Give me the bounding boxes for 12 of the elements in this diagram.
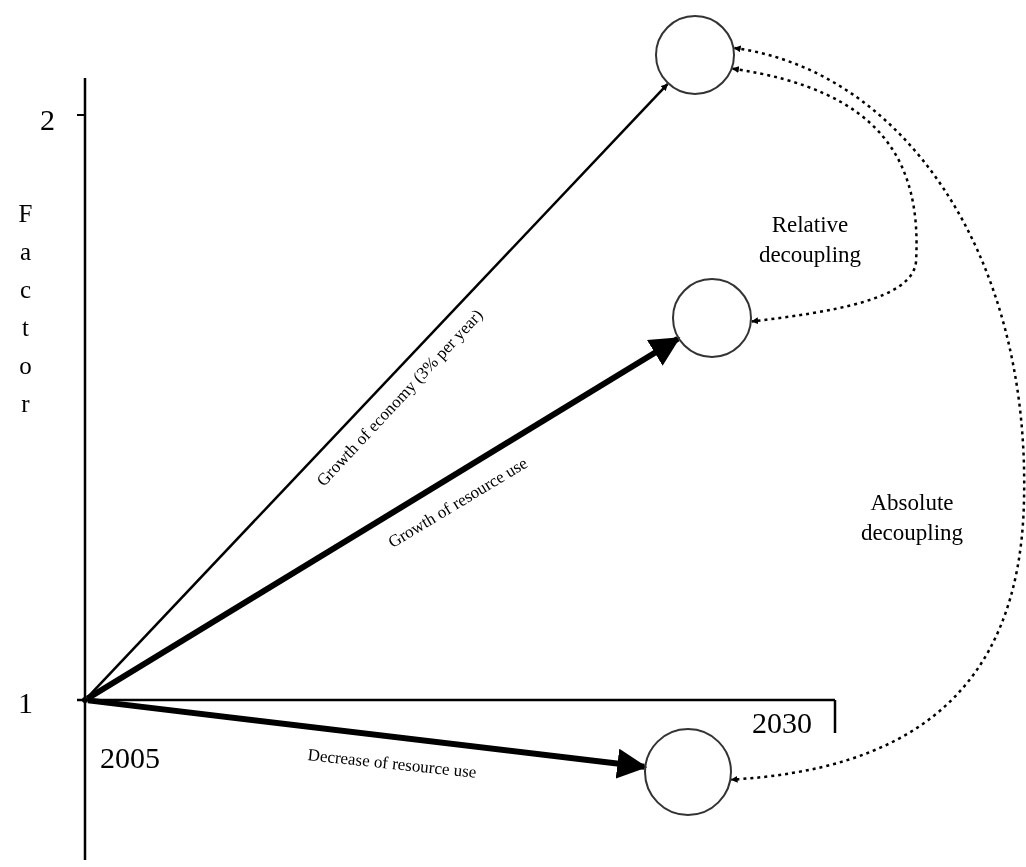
origin-point <box>82 697 88 703</box>
edge-label: Decrease of resource use <box>306 744 478 785</box>
axis-label: 2005 <box>100 740 160 776</box>
edge-label: Relative decoupling <box>757 211 863 269</box>
dotted-arrow <box>730 45 1026 783</box>
axis-label: Factor <box>17 199 34 419</box>
axis-label: 2 <box>40 102 55 138</box>
axis-label: 1 <box>18 685 33 721</box>
edge-label: Absolute decoupling <box>859 489 965 547</box>
dotted-arrow <box>731 66 918 325</box>
arrow <box>86 336 681 701</box>
axis-label: 2030 <box>752 705 812 741</box>
